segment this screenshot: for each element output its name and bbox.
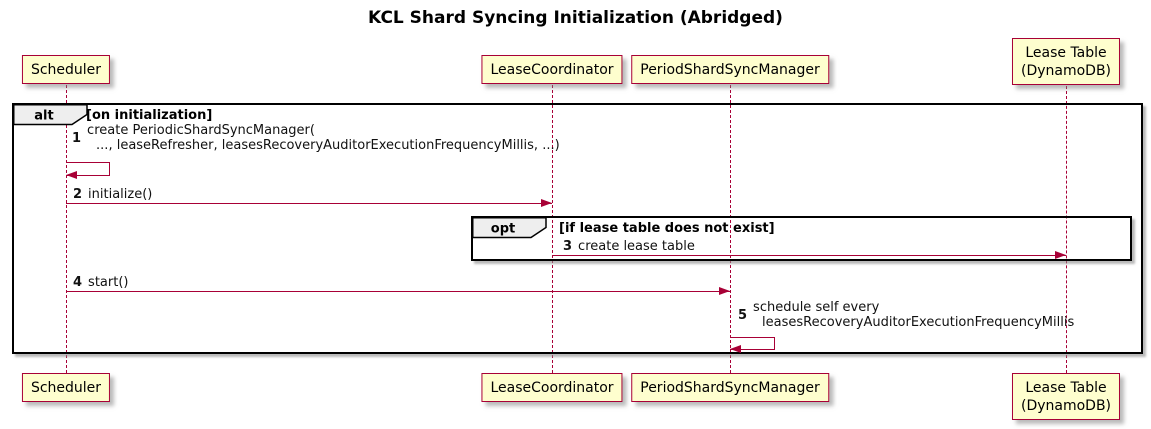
message-4-text: start()	[88, 275, 129, 290]
participant-leasetable-top: Lease Table (DynamoDB)	[1011, 38, 1121, 85]
participant-label: LeaseCoordinator	[490, 380, 614, 396]
participant-label: Lease Table	[1025, 380, 1107, 396]
opt-tab-shape	[472, 217, 547, 239]
message-1-text: create PeriodicShardSyncManager( ..., le…	[87, 123, 560, 153]
message-1-line1: create PeriodicShardSyncManager(	[87, 123, 315, 138]
participant-label: PeriodShardSyncManager	[640, 380, 820, 396]
message-5-arrow	[774, 337, 775, 350]
participant-label: LeaseCoordinator	[490, 62, 614, 78]
message-5-label: 5 schedule self every leasesRecoveryAudi…	[738, 300, 1074, 330]
participant-periodshardsyncmanager-top: PeriodShardSyncManager	[631, 55, 829, 84]
message-5-arrow	[730, 337, 775, 338]
participant-scheduler-top: Scheduler	[21, 55, 111, 84]
message-2-number: 2	[73, 187, 83, 202]
participant-label: Lease Table	[1025, 45, 1107, 61]
message-5-line2: leasesRecoveryAuditorExecutionFrequencyM…	[762, 315, 1075, 330]
message-5-arrow	[730, 349, 775, 350]
alt-frame-tab: alt	[13, 104, 88, 126]
message-2-arrowhead	[541, 199, 552, 207]
alt-condition: [on initialization]	[86, 108, 213, 123]
alt-tab-shape	[13, 104, 88, 126]
message-2-arrow	[66, 203, 552, 204]
message-4-number: 4	[73, 275, 83, 290]
participant-label: Scheduler	[30, 380, 102, 396]
diagram-title: KCL Shard Syncing Initialization (Abridg…	[368, 8, 783, 28]
message-3-label: 3 create lease table	[563, 239, 695, 254]
participant-leasecoordinator-bottom: LeaseCoordinator	[481, 373, 623, 402]
message-1-label: 1 create PeriodicShardSyncManager( ..., …	[72, 123, 560, 153]
message-1-arrow	[109, 162, 110, 176]
message-3-arrow	[552, 255, 1066, 256]
message-5-arrowhead	[730, 345, 741, 353]
message-1-arrow	[66, 175, 110, 176]
message-2-text: initialize()	[88, 187, 153, 202]
alt-frame: alt [on initialization]	[12, 103, 1143, 354]
participant-leasetable-bottom: Lease Table (DynamoDB)	[1011, 373, 1121, 420]
opt-condition: [if lease table does not exist]	[559, 221, 775, 236]
opt-frame: opt [if lease table does not exist]	[471, 216, 1132, 261]
message-4-arrow	[66, 291, 730, 292]
participant-leasecoordinator-top: LeaseCoordinator	[481, 55, 623, 84]
message-1-arrow	[66, 162, 110, 163]
message-1-arrowhead	[66, 171, 77, 179]
message-2-label: 2 initialize()	[73, 187, 152, 202]
message-5-number: 5	[738, 307, 748, 323]
message-1-number: 1	[72, 130, 82, 146]
lifeline-leasetable	[1066, 86, 1067, 373]
lifeline-scheduler	[66, 85, 67, 373]
message-5-text: schedule self every leasesRecoveryAudito…	[753, 300, 1074, 330]
lifeline-periodshardsyncmanager	[730, 85, 731, 373]
participant-label: PeriodShardSyncManager	[640, 62, 820, 78]
lifeline-leasecoordinator	[552, 85, 553, 373]
participant-periodshardsyncmanager-bottom: PeriodShardSyncManager	[631, 373, 829, 402]
message-4-arrowhead	[719, 287, 730, 295]
message-5-line1: schedule self every	[753, 300, 880, 315]
opt-frame-tab: opt	[472, 217, 547, 239]
message-4-label: 4 start()	[73, 275, 128, 290]
alt-tab-label: alt	[34, 109, 53, 124]
message-3-number: 3	[563, 239, 573, 254]
message-1-line2: ..., leaseRefresher, leasesRecoveryAudit…	[96, 138, 560, 153]
participant-label: (DynamoDB)	[1020, 398, 1112, 414]
participant-label: Scheduler	[30, 62, 102, 78]
message-3-arrowhead	[1055, 251, 1066, 259]
participant-scheduler-bottom: Scheduler	[21, 373, 111, 402]
message-3-text: create lease table	[578, 239, 695, 254]
participant-label: (DynamoDB)	[1020, 63, 1112, 79]
opt-tab-label: opt	[491, 222, 515, 237]
